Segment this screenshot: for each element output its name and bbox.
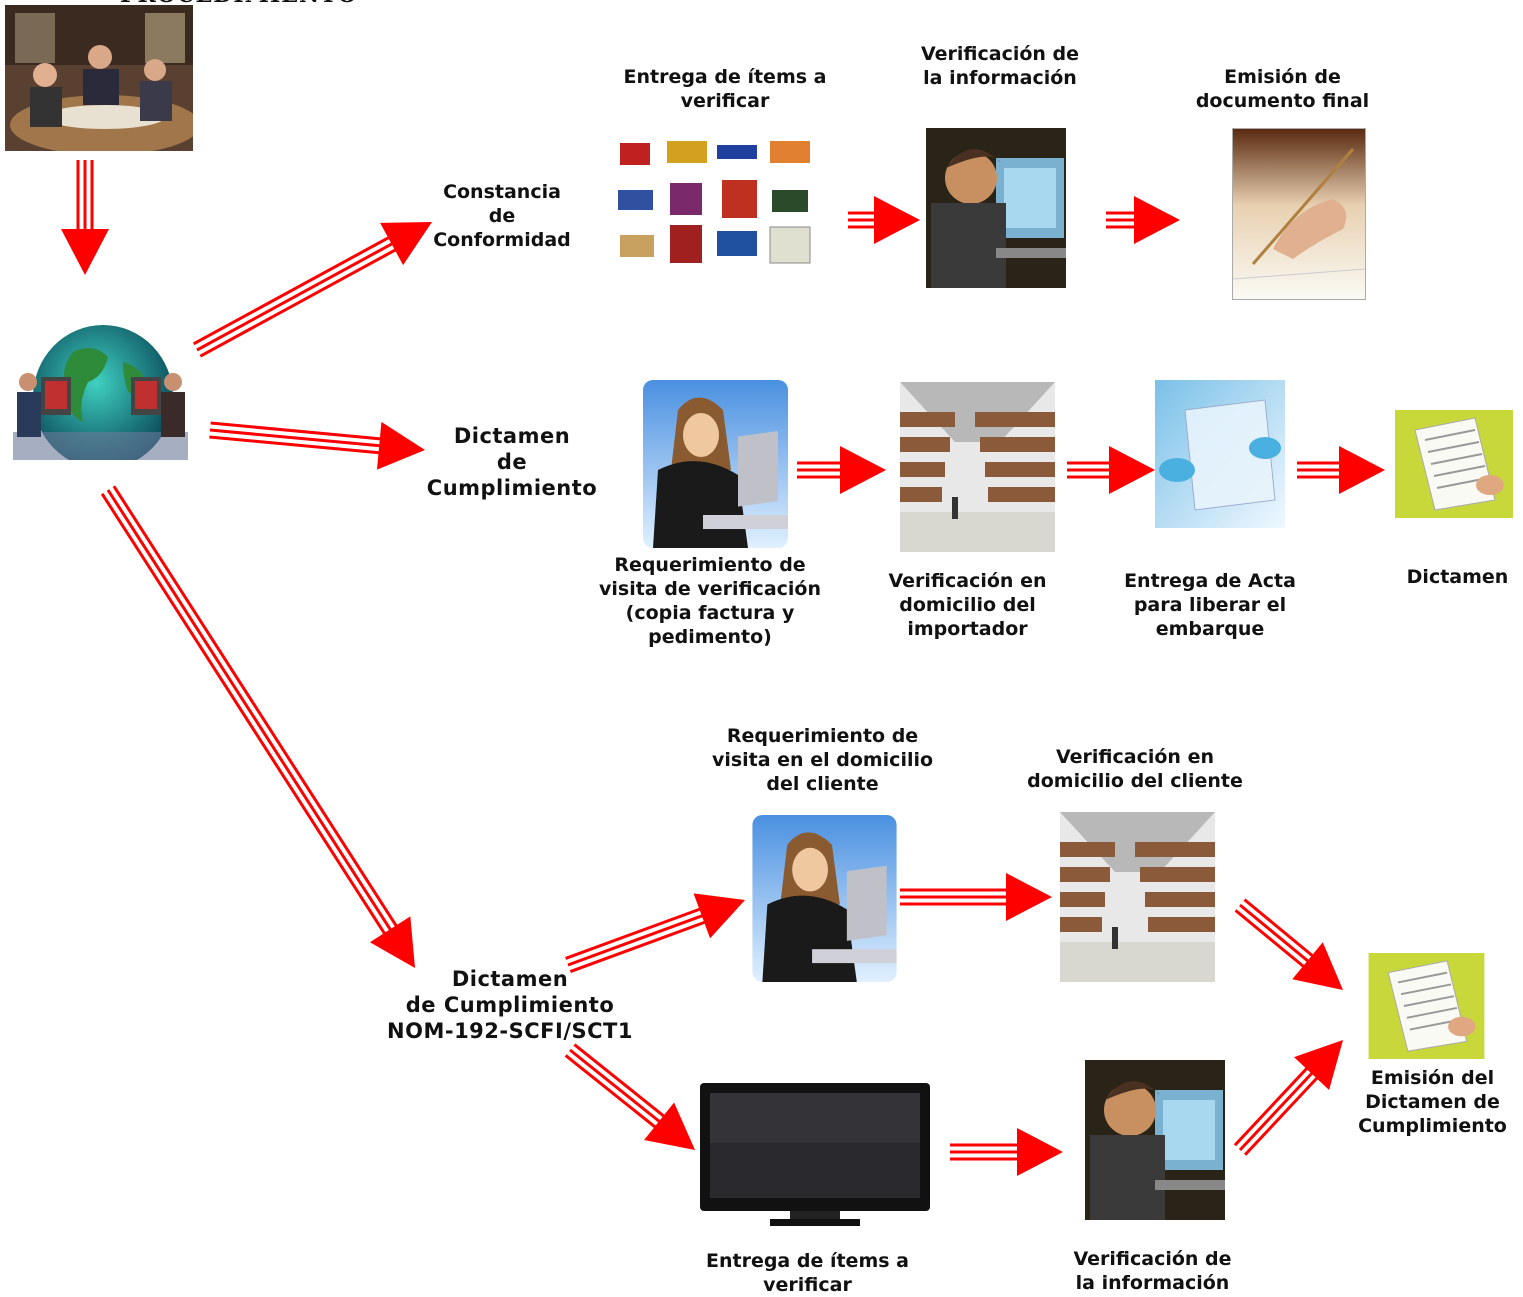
row3-upper1-label: Requerimiento de visita en el domicilio … [711, 725, 934, 795]
writing-hand-image [1232, 128, 1366, 300]
row3-lower1-label: Entrega de ítems a verificar [705, 1250, 909, 1296]
row1-step3-label: Emisión de documento final [1195, 66, 1370, 112]
arrow-r1-b [1106, 196, 1180, 244]
row3-upper2-label: Verificación en domicilio del cliente [1027, 746, 1243, 792]
arrow-r3-diag-b [1233, 1040, 1343, 1156]
man-computer-image-2 [1085, 1060, 1225, 1220]
gloved-hands-image [1155, 380, 1285, 528]
arrow-constancia [192, 222, 432, 358]
row2-step3-label: Entrega de Acta para liberar el embarque [1124, 570, 1296, 640]
meeting-photo [5, 5, 193, 151]
woman-laptop-image-1 [643, 380, 788, 548]
branch-label-constancia: Constancia de Conformidad [433, 181, 571, 251]
arrow-r3-low2 [950, 1128, 1063, 1176]
row2-step1-label: Requerimiento de visita de verificación … [598, 554, 822, 648]
warehouse-image-1 [900, 382, 1055, 552]
arrow-r3-up2 [900, 873, 1052, 921]
page-title: PROCEDIMIENTO [120, 0, 358, 8]
arrow-dictamen [209, 421, 425, 470]
branch-label-nom: Dictamen de Cumplimiento NOM-192-SCFI/SC… [387, 967, 633, 1043]
dictamen-document-image-1 [1395, 410, 1513, 518]
globe-computers-image [13, 322, 188, 460]
row2-step2-label: Verificación en domicilio del importador [888, 570, 1047, 640]
arrow-r2-c [1297, 446, 1385, 494]
arrow-r1-a [848, 196, 920, 244]
man-computer-image [926, 128, 1066, 288]
row1-step1-label: Entrega de ítems a verificar [623, 66, 827, 112]
television-image [700, 1083, 930, 1226]
row3-lower2-label: Verificación de la información [1073, 1248, 1232, 1294]
arrow-r2-a [797, 446, 886, 494]
row3-final-label: Emisión del Dictamen de Cumplimiento [1358, 1067, 1507, 1137]
row1-step2-label: Verificación de la información [920, 43, 1080, 89]
woman-laptop-image-2 [752, 815, 897, 982]
arrow-r2-b [1067, 446, 1155, 494]
products-image [612, 135, 817, 270]
warehouse-image-2 [1060, 812, 1215, 982]
row2-step4-label: Dictamen [1406, 566, 1509, 588]
arrow-r3-diag-a [1234, 898, 1344, 991]
arrow-r3-up [565, 893, 745, 973]
arrow-nom [100, 485, 416, 969]
branch-label-dictamen: Dictamen de Cumplimiento [426, 424, 598, 500]
arrow-down-1 [61, 160, 109, 275]
dictamen-document-image-2 [1368, 953, 1485, 1059]
arrow-r3-down [564, 1043, 696, 1151]
